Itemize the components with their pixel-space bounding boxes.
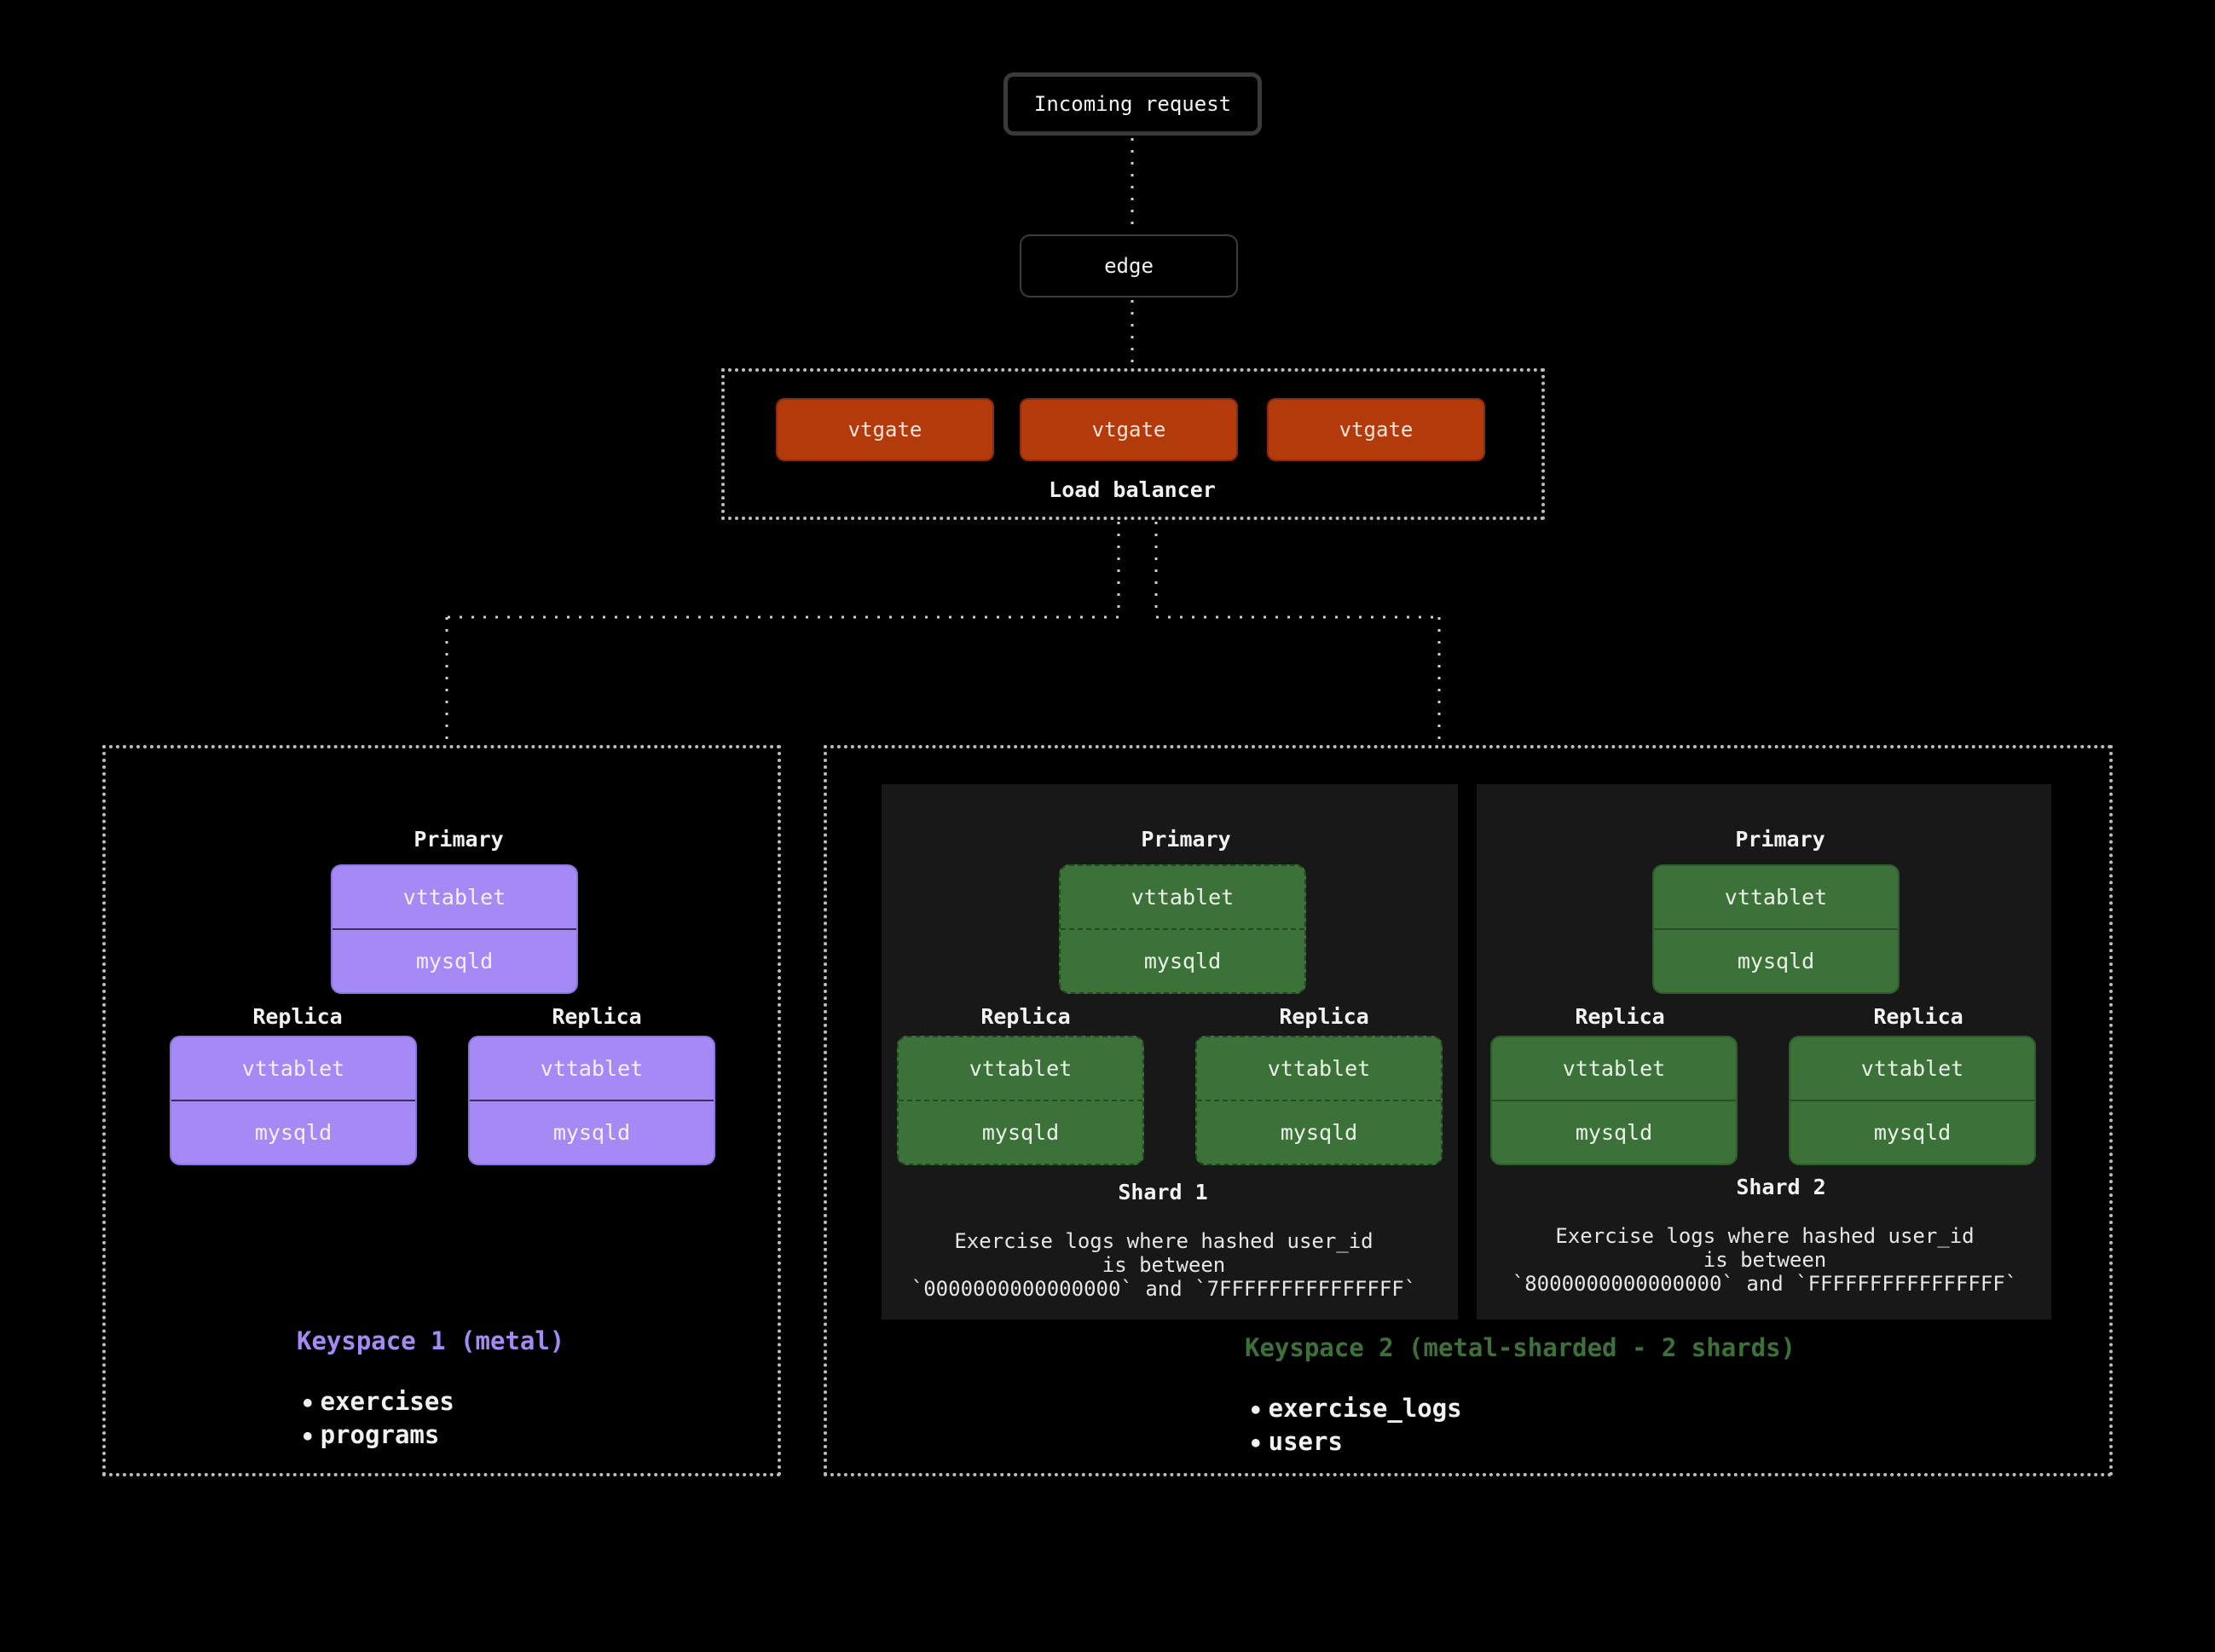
incoming-request-label: Incoming request <box>1033 92 1232 116</box>
shard1-primary-tablet: vttablet mysqld <box>1059 864 1306 994</box>
vtgate-label: vtgate <box>847 418 922 442</box>
vttablet-label: vttablet <box>1790 1037 2034 1101</box>
load-balancer-group <box>721 368 1545 520</box>
vtgate-node: vtgate <box>1020 398 1238 461</box>
vttablet-label: vttablet <box>333 866 576 930</box>
edge-label: edge <box>1104 254 1154 278</box>
keyspace1-replica-tablet: vttablet mysqld <box>468 1036 715 1165</box>
vtgate-node: vtgate <box>776 398 994 461</box>
mysqld-label: mysqld <box>1280 1120 1358 1145</box>
shard2-name: Shard 2 <box>1736 1175 1826 1199</box>
shard2-replica-tablet: vttablet mysqld <box>1789 1036 2036 1165</box>
mysqld-label: mysqld <box>254 1120 333 1145</box>
keyspace1-replica-tablet: vttablet mysqld <box>170 1036 417 1165</box>
shard1-replica-tablet: vttablet mysqld <box>1195 1036 1443 1165</box>
shard2-replica-tablet: vttablet mysqld <box>1490 1036 1738 1165</box>
table-name: exercises <box>304 1387 645 1420</box>
shard1-replica-role: Replica <box>980 1004 1071 1029</box>
table-name: users <box>1252 1427 1593 1460</box>
keyspace1-title: Keyspace 1 (metal) <box>297 1326 565 1355</box>
keyspace2-title: Keyspace 2 (metal-sharded - 2 shards) <box>1245 1333 1796 1362</box>
keyspace1-replica-role: Replica <box>252 1004 343 1029</box>
mysqld-label: mysqld <box>1575 1120 1653 1145</box>
shard1-description: Exercise logs where hashed user_id is be… <box>911 1229 1417 1301</box>
shard2-replica-role: Replica <box>1873 1004 1963 1029</box>
shard2-replica-role: Replica <box>1575 1004 1665 1029</box>
keyspace1-table-list: exercises programs <box>304 1387 645 1453</box>
keyspace2-table-list: exercise_logs users <box>1252 1394 1593 1460</box>
vttablet-label: vttablet <box>470 1037 714 1101</box>
shard1-name: Shard 1 <box>1118 1180 1208 1204</box>
mysqld-label: mysqld <box>1873 1120 1952 1145</box>
vttablet-label: vttablet <box>1061 866 1304 930</box>
mysqld-label: mysqld <box>1737 949 1815 973</box>
load-balancer-label: Load balancer <box>1049 477 1216 502</box>
edge-node: edge <box>1020 234 1238 297</box>
table-name: exercise_logs <box>1252 1394 1593 1427</box>
mysqld-label: mysqld <box>981 1120 1060 1145</box>
vtgate-label: vtgate <box>1091 418 1166 442</box>
vtgate-label: vtgate <box>1339 418 1414 442</box>
shard1-primary-role: Primary <box>1141 827 1231 852</box>
keyspace1-primary-role: Primary <box>414 827 504 852</box>
keyspace2-group <box>824 745 2113 1476</box>
keyspace1-replica-role: Replica <box>552 1004 642 1029</box>
shard1-replica-tablet: vttablet mysqld <box>897 1036 1144 1165</box>
shard2-primary-tablet: vttablet mysqld <box>1652 864 1900 994</box>
mysqld-label: mysqld <box>1143 949 1222 973</box>
table-name: programs <box>304 1420 645 1453</box>
keyspace1-primary-tablet: vttablet mysqld <box>331 864 578 994</box>
shard2-description: Exercise logs where hashed user_id is be… <box>1512 1224 2018 1296</box>
shard1-replica-role: Replica <box>1279 1004 1369 1029</box>
mysqld-label: mysqld <box>415 949 494 973</box>
shard2-primary-role: Primary <box>1735 827 1825 852</box>
vtgate-node: vtgate <box>1267 398 1485 461</box>
vttablet-label: vttablet <box>899 1037 1142 1101</box>
incoming-request-node: Incoming request <box>1003 72 1262 136</box>
vttablet-label: vttablet <box>1197 1037 1441 1101</box>
vttablet-label: vttablet <box>171 1037 415 1101</box>
keyspace1-group <box>102 745 781 1476</box>
vttablet-label: vttablet <box>1654 866 1898 930</box>
mysqld-label: mysqld <box>552 1120 631 1145</box>
vttablet-label: vttablet <box>1492 1037 1736 1101</box>
